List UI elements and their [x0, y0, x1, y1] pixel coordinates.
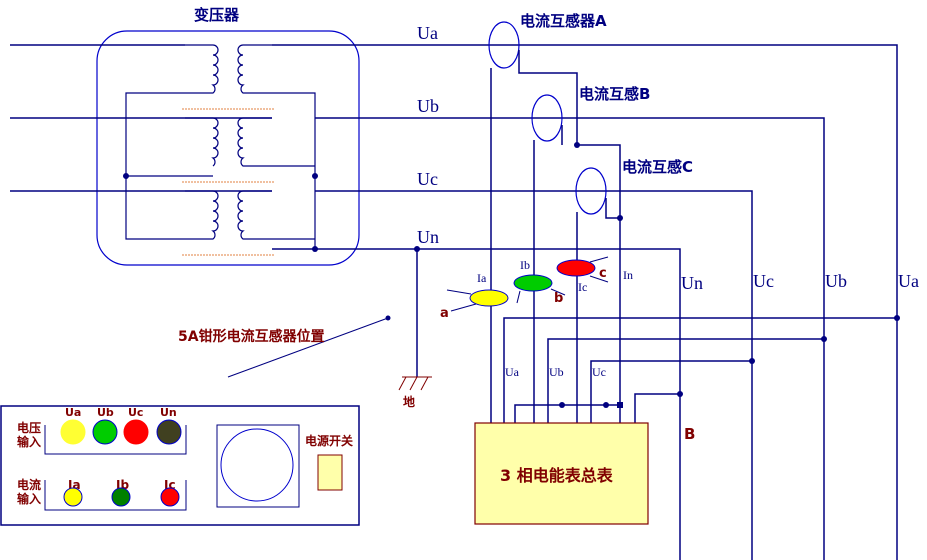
line-ub — [10, 117, 825, 560]
display-window — [216, 424, 300, 508]
clamp-position-annotation: 5A钳形电流互感器位置 — [178, 328, 325, 345]
annotation-arrow — [227, 317, 389, 378]
current-input-label: 输入 — [17, 491, 41, 506]
voltage-input-label: 输入 — [17, 434, 41, 449]
clamp-ic-label: Ic — [578, 280, 587, 294]
right-label-uc: Uc — [753, 271, 774, 291]
clamp-b-letter: b — [554, 291, 563, 306]
junction-square — [617, 402, 623, 408]
voltage-taps — [503, 317, 897, 425]
junction-dot — [603, 402, 609, 408]
junction-dot — [821, 336, 827, 342]
tap-ub-label: Ub — [549, 365, 564, 379]
label-ub: Ub — [417, 96, 439, 116]
clamp-c — [556, 259, 596, 277]
terminal-ub[interactable] — [92, 419, 118, 445]
arrow-head-icon — [385, 315, 391, 321]
ct-b-label: 电流互感B — [579, 85, 650, 103]
power-switch[interactable] — [317, 454, 343, 491]
three-phase-meter — [474, 422, 649, 525]
test-panel: 电压 输入 电流 输入 Ua Ub Uc Un Ia Ib Ic 电源开关 — [0, 405, 360, 526]
junction-dot — [617, 215, 623, 221]
right-label-un: Un — [681, 273, 703, 293]
clamp-leads — [446, 256, 609, 312]
transformer-box — [96, 30, 360, 266]
ct-b — [531, 94, 563, 142]
junction-dot — [559, 402, 565, 408]
transformer-primary-windings — [125, 44, 219, 240]
terminal-label: Uc — [128, 406, 143, 419]
ground-label: 地 — [403, 394, 415, 409]
line-ua — [10, 44, 898, 560]
ct-a-label: 电流互感器A — [520, 12, 607, 30]
right-label-ub: Ub — [825, 271, 847, 291]
voltage-input-label: 电压 — [17, 420, 41, 435]
clamp-b — [513, 274, 553, 292]
phase-lines — [10, 44, 898, 560]
junction-dot — [894, 315, 900, 321]
label-un: Un — [417, 227, 439, 247]
clamp-a — [469, 289, 509, 307]
terminal-ic[interactable] — [160, 487, 180, 507]
transformer-title: 变压器 — [194, 6, 240, 24]
transformer-secondary-windings — [237, 44, 316, 249]
terminal-label: Ua — [65, 406, 81, 419]
meter-label: 3 相电能表总表 — [500, 466, 614, 485]
terminal-ua[interactable] — [60, 419, 86, 445]
bus-label-b: B — [684, 425, 695, 443]
power-switch-label: 电源开关 — [305, 433, 353, 448]
label-uc: Uc — [417, 169, 438, 189]
gauge-dial — [220, 428, 294, 502]
transformer-cores — [182, 108, 274, 256]
junction-dot — [677, 391, 683, 397]
terminal-label: Un — [160, 406, 177, 419]
label-ua: Ua — [417, 23, 438, 43]
right-label-ua: Ua — [898, 271, 919, 291]
clamp-in-label: In — [623, 268, 633, 282]
terminal-ib[interactable] — [111, 487, 131, 507]
line-uc — [10, 190, 753, 560]
terminal-uc[interactable] — [123, 419, 149, 445]
current-input-label: 电流 — [17, 477, 41, 492]
ground-icon — [398, 376, 432, 391]
line-un — [272, 248, 681, 560]
clamp-ia-label: Ia — [477, 271, 487, 285]
terminal-ia[interactable] — [63, 487, 83, 507]
clamp-ib-label: Ib — [520, 258, 530, 272]
ct-c-label: 电流互感C — [622, 158, 693, 176]
terminal-un[interactable] — [156, 419, 182, 445]
clamp-c-letter: c — [599, 266, 607, 281]
tap-ua-label: Ua — [505, 365, 520, 379]
tap-uc-label: Uc — [592, 365, 606, 379]
junction-dot — [574, 142, 580, 148]
ct-c — [575, 167, 607, 215]
junction-dot — [312, 173, 318, 179]
clamp-a-letter: a — [440, 306, 449, 321]
junction-dot — [749, 358, 755, 364]
junction-dot — [123, 173, 129, 179]
terminal-label: Ic — [164, 478, 176, 492]
ct-a — [488, 21, 520, 69]
terminal-label: Ub — [97, 406, 114, 419]
